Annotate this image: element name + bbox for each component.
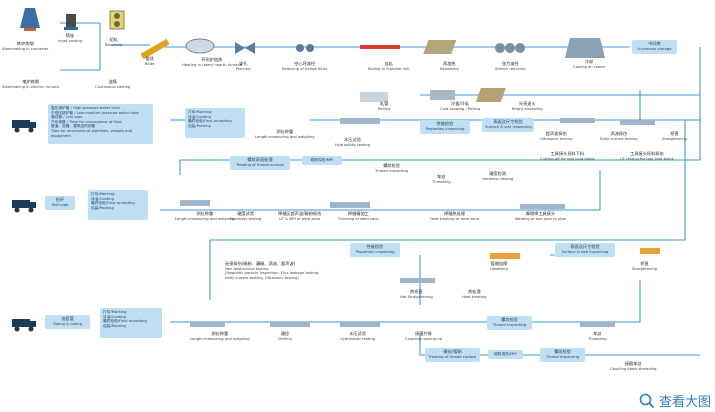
pipe-icon-9 [340,322,380,327]
mpi-box: 磁粉探伤/MPI [302,156,342,165]
cooler-icon [565,38,605,58]
product-list-box: 高压锅炉管 / High-pressure boiler tube 中低压锅炉管… [48,104,153,144]
mpi-box-2: 磁粉探伤/MPI [488,350,523,359]
reheat-icon [423,40,457,54]
billet-icon [140,38,170,60]
pipe-icon-8 [270,322,310,327]
annealing-icon [475,88,506,102]
mandrel-mill-icon [360,45,400,49]
truck-icon [12,120,36,133]
cold-drawing-icon [430,90,455,100]
pipe-icon-11 [400,278,435,283]
converter-icon [20,8,40,31]
ndt-label: 无损探伤(磁粉、漏磁、涡流、超声波)Non-destructive testin… [225,261,320,280]
pipe-icon-4 [180,200,210,206]
marking-box-3: 打印/Marking 涂油/Coating 最终检验/Final accepti… [100,308,162,338]
truck-icon-2 [12,200,36,213]
truck-icon-3 [12,319,36,332]
pipe-icon-7 [190,322,225,327]
rolling-icon [360,92,388,102]
stretch-icon [495,43,525,53]
upsetting-icon [490,253,520,259]
pipe-icon-10 [580,322,615,327]
piercing-icon [235,42,255,54]
ingot-icon [64,14,78,30]
marking-box-2: 打印/Marking 涂油/Coating 最终检验/Final accepti… [88,190,148,220]
view-large-button[interactable]: 查看大图 [639,391,711,410]
furnace-icon [185,38,215,54]
straighten-icon [640,248,660,254]
reducer-icon [296,44,314,52]
pipe-icon-2 [560,118,595,123]
view-large-label: 查看大图 [658,395,711,410]
pipe-icon-6 [520,204,565,209]
magnifier-icon [639,393,655,408]
marking-box-1: 打印/Marking 涂油/Coating 最终检验/Final accepti… [185,108,245,138]
pipe-icon-3 [620,120,655,125]
pipe-icon-5 [330,202,370,208]
row1-illustrations [20,8,605,102]
pipe-icon-1 [340,118,380,124]
blooming-icon [109,10,125,30]
